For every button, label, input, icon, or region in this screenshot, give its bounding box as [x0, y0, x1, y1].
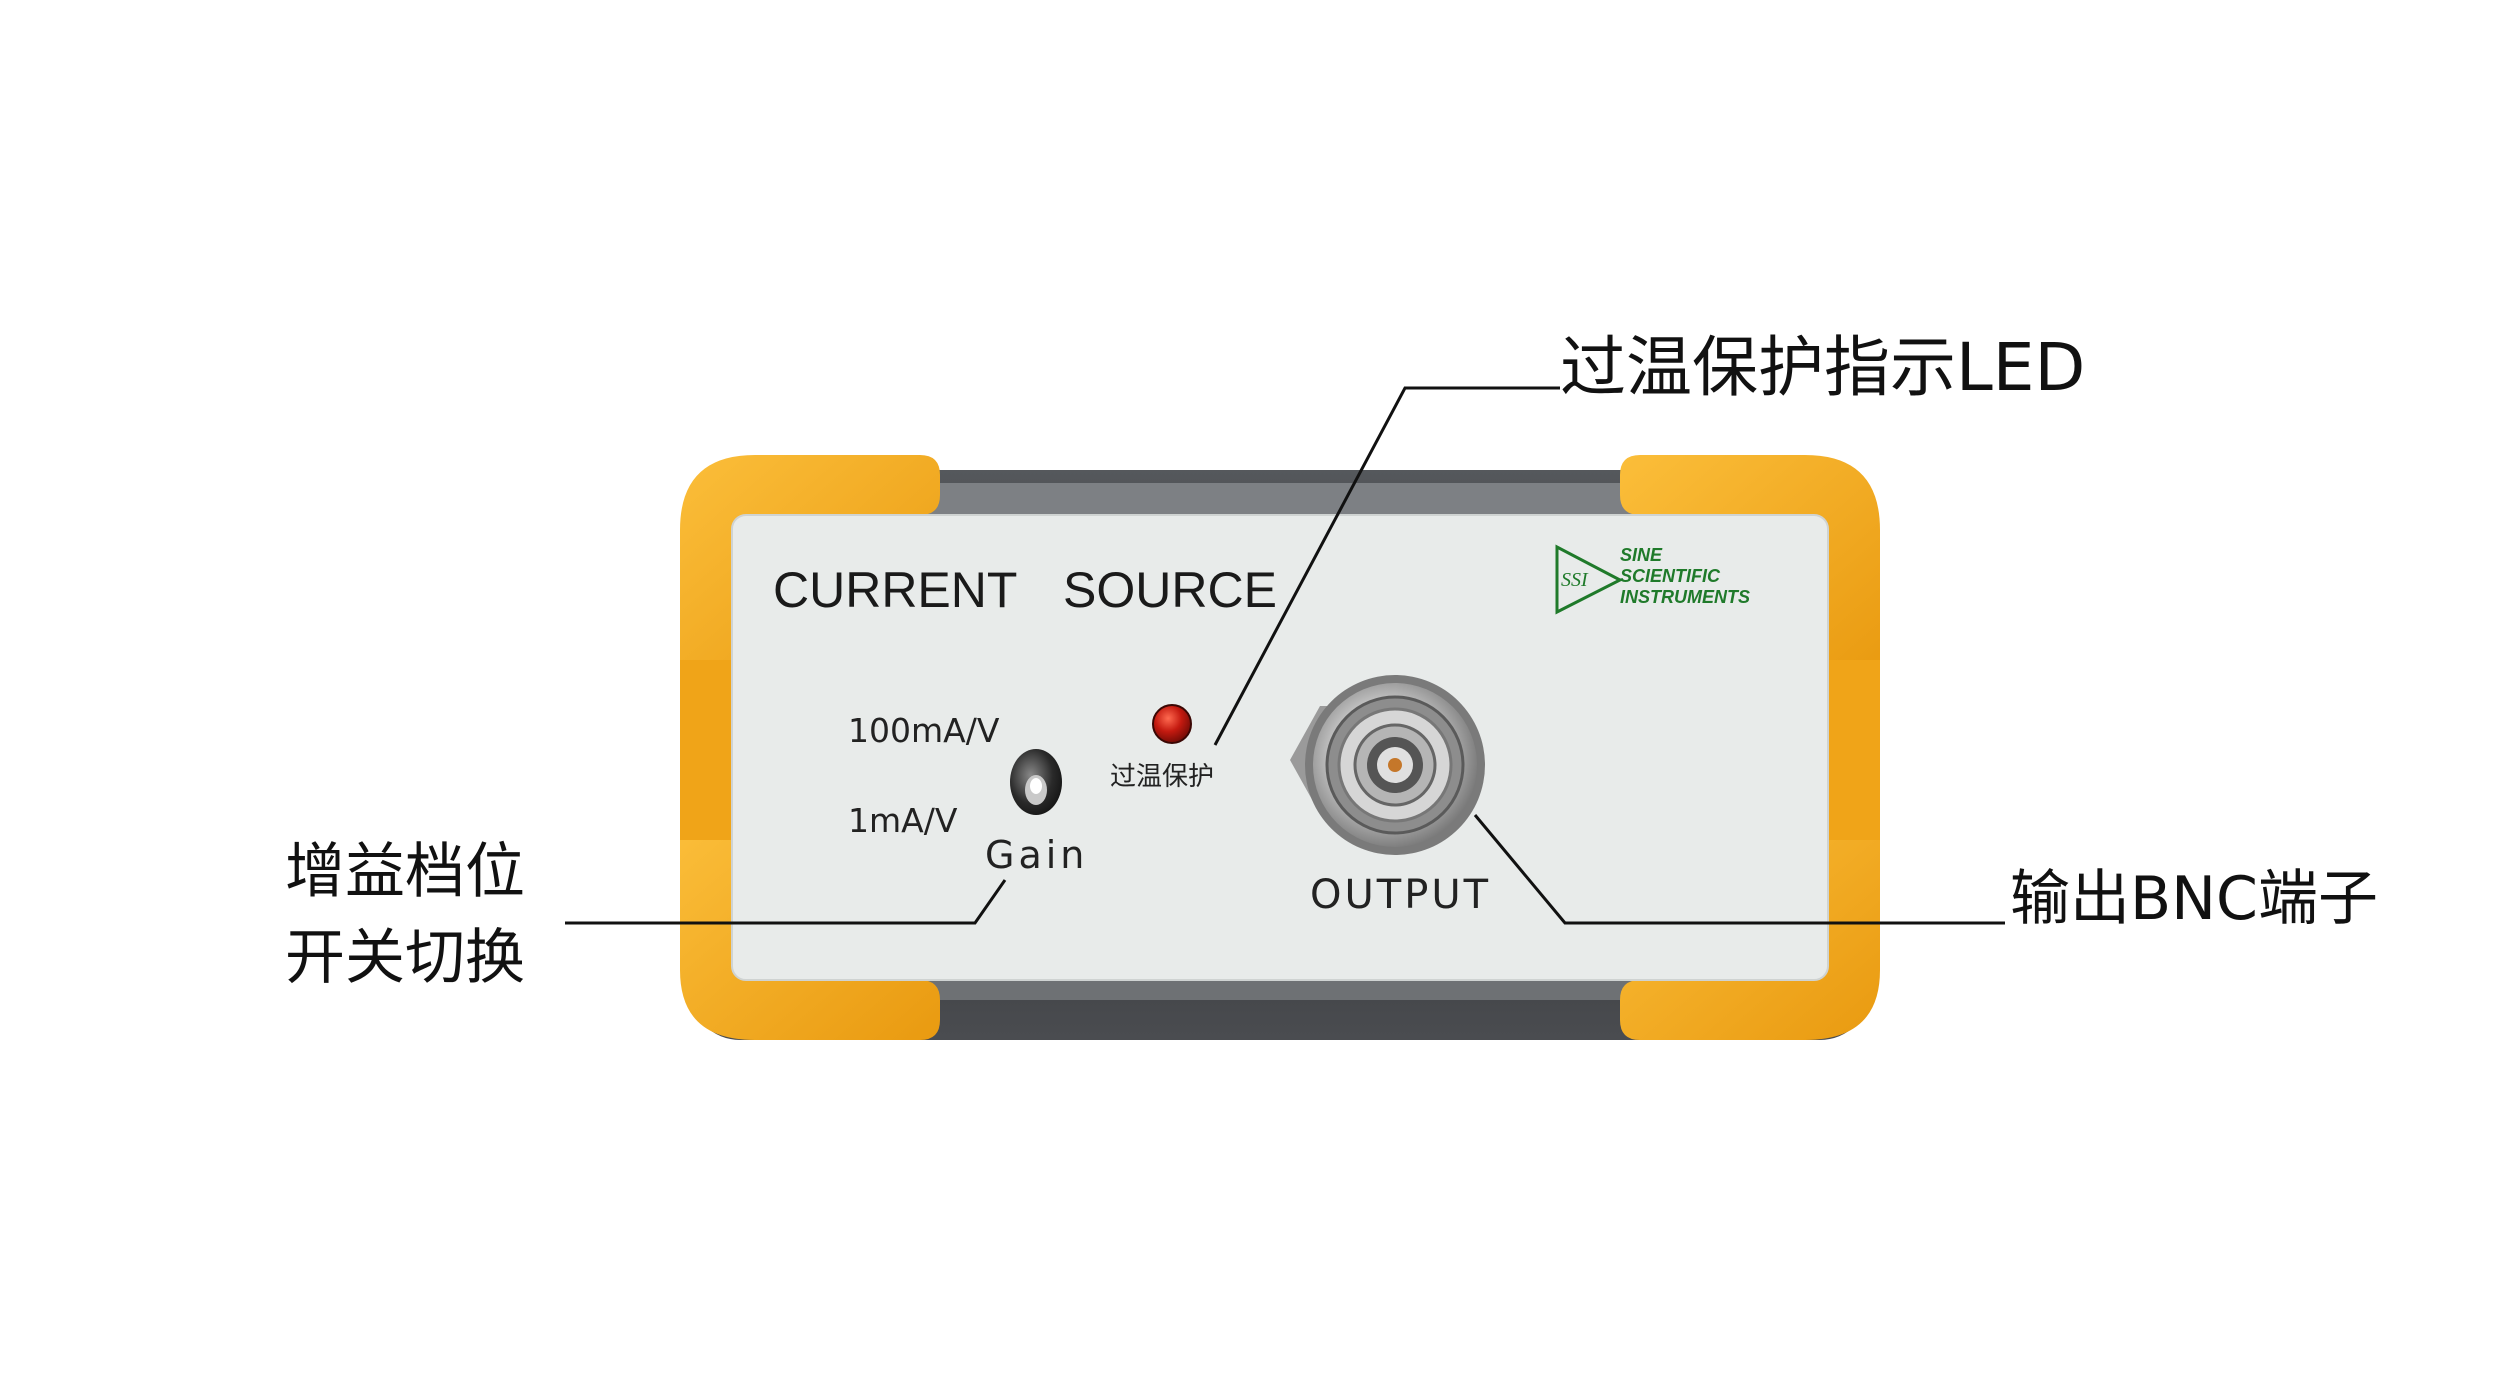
logo-line-2: SCIENTIFIC: [1620, 566, 1721, 586]
panel-title-left: CURRENT: [773, 562, 1017, 618]
switch-leader-line: [565, 879, 1007, 925]
switch-annotation-line-2: 开关切换: [285, 923, 525, 993]
bnc-caption: OUTPUT: [1310, 872, 1491, 918]
brand-logo: SSI SINE SCIENTIFIC INSTRUMENTS: [1555, 544, 1750, 615]
logo-triangle-icon: [1555, 544, 1624, 615]
panel-title-right: SOURCE: [1063, 562, 1277, 618]
bumper-bottom-right: [1620, 820, 1880, 1040]
switch-caption: Gain: [985, 833, 1088, 877]
gain-toggle-switch[interactable]: [1010, 749, 1062, 815]
bumper-top-left: [680, 455, 940, 680]
bnc-leader-line: [1473, 814, 2005, 925]
bnc-output-connector[interactable]: [1290, 675, 1485, 855]
led-leader-line: [1213, 386, 1560, 746]
switch-annotation-line-1: 增益档位: [285, 837, 525, 907]
front-panel: [731, 514, 1829, 981]
device-top-rail: [880, 483, 1680, 517]
switch-upper-label: 100mA/V: [848, 711, 1000, 750]
bumper-bottom-left: [680, 820, 940, 1040]
bumper-top-right: [1620, 455, 1880, 680]
switch-lower-label: 1mA/V: [848, 801, 958, 840]
overheat-led: [1152, 704, 1192, 744]
led-caption: 过温保护: [1110, 762, 1214, 792]
bumper-left-side: [680, 660, 740, 840]
bumper-right-side: [1820, 660, 1880, 840]
logo-line-1: SINE: [1620, 545, 1663, 565]
led-annotation: 过温保护指示LED: [1560, 329, 2086, 406]
logo-line-3: INSTRUMENTS: [1620, 587, 1750, 607]
logo-mark-text: SSI: [1561, 569, 1589, 591]
bnc-annotation: 输出BNC端子: [2010, 864, 2378, 934]
